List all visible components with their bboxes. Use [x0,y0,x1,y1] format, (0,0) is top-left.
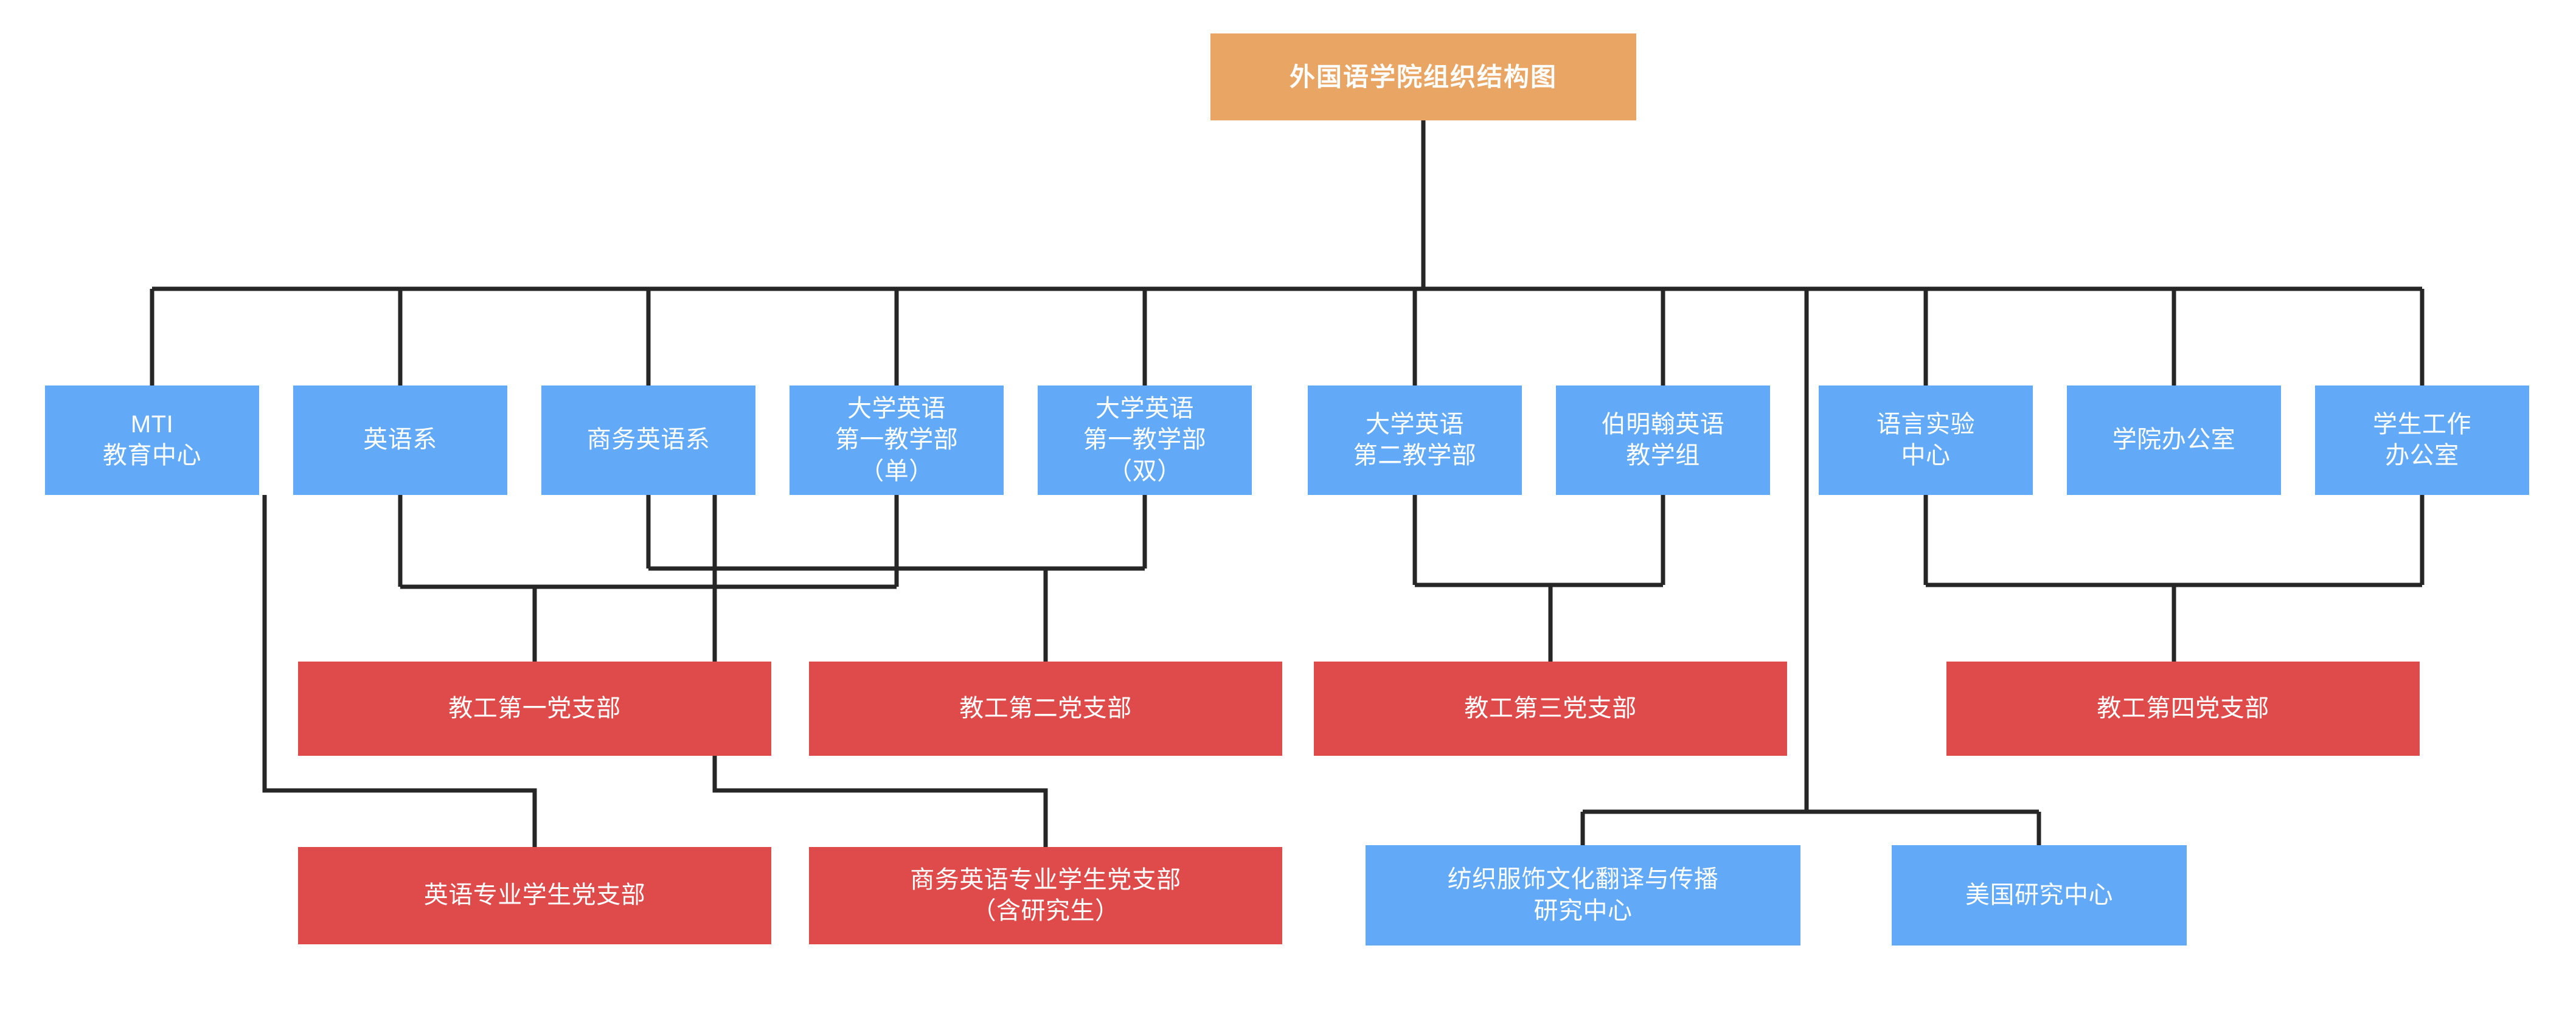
dept-node-college-english-teaching-1-odd[interactable]: 大学英语 第一教学部 （单） [790,385,1004,495]
dept-node-english-department[interactable]: 英语系 [293,385,507,495]
party-node-student-branch-business-english[interactable]: 商务英语专业学生党支部 （含研究生） [809,847,1282,944]
dept-node-language-lab-center[interactable]: 语言实验 中心 [1819,385,2033,495]
party-node-teacher-branch-2[interactable]: 教工第二党支部 [809,662,1282,756]
dept-node-mti[interactable]: MTI 教育中心 [45,385,259,495]
dept-node-business-english-department[interactable]: 商务英语系 [541,385,755,495]
party-node-student-branch-english[interactable]: 英语专业学生党支部 [298,847,771,944]
center-node-usa-studies[interactable]: 美国研究中心 [1892,845,2187,946]
dept-node-birmingham-english-group[interactable]: 伯明翰英语 教学组 [1556,385,1770,495]
center-node-textile-culture-translation[interactable]: 纺织服饰文化翻译与传播 研究中心 [1366,845,1800,946]
dept-node-college-english-teaching-1-even[interactable]: 大学英语 第一教学部 （双） [1038,385,1252,495]
party-node-teacher-branch-4[interactable]: 教工第四党支部 [1946,662,2420,756]
root-node-org-title[interactable]: 外国语学院组织结构图 [1210,33,1636,120]
party-node-teacher-branch-1[interactable]: 教工第一党支部 [298,662,771,756]
dept-node-college-english-teaching-2[interactable]: 大学英语 第二教学部 [1308,385,1522,495]
party-node-teacher-branch-3[interactable]: 教工第三党支部 [1314,662,1787,756]
dept-node-college-office[interactable]: 学院办公室 [2067,385,2281,495]
dept-node-student-affairs-office[interactable]: 学生工作 办公室 [2315,385,2529,495]
